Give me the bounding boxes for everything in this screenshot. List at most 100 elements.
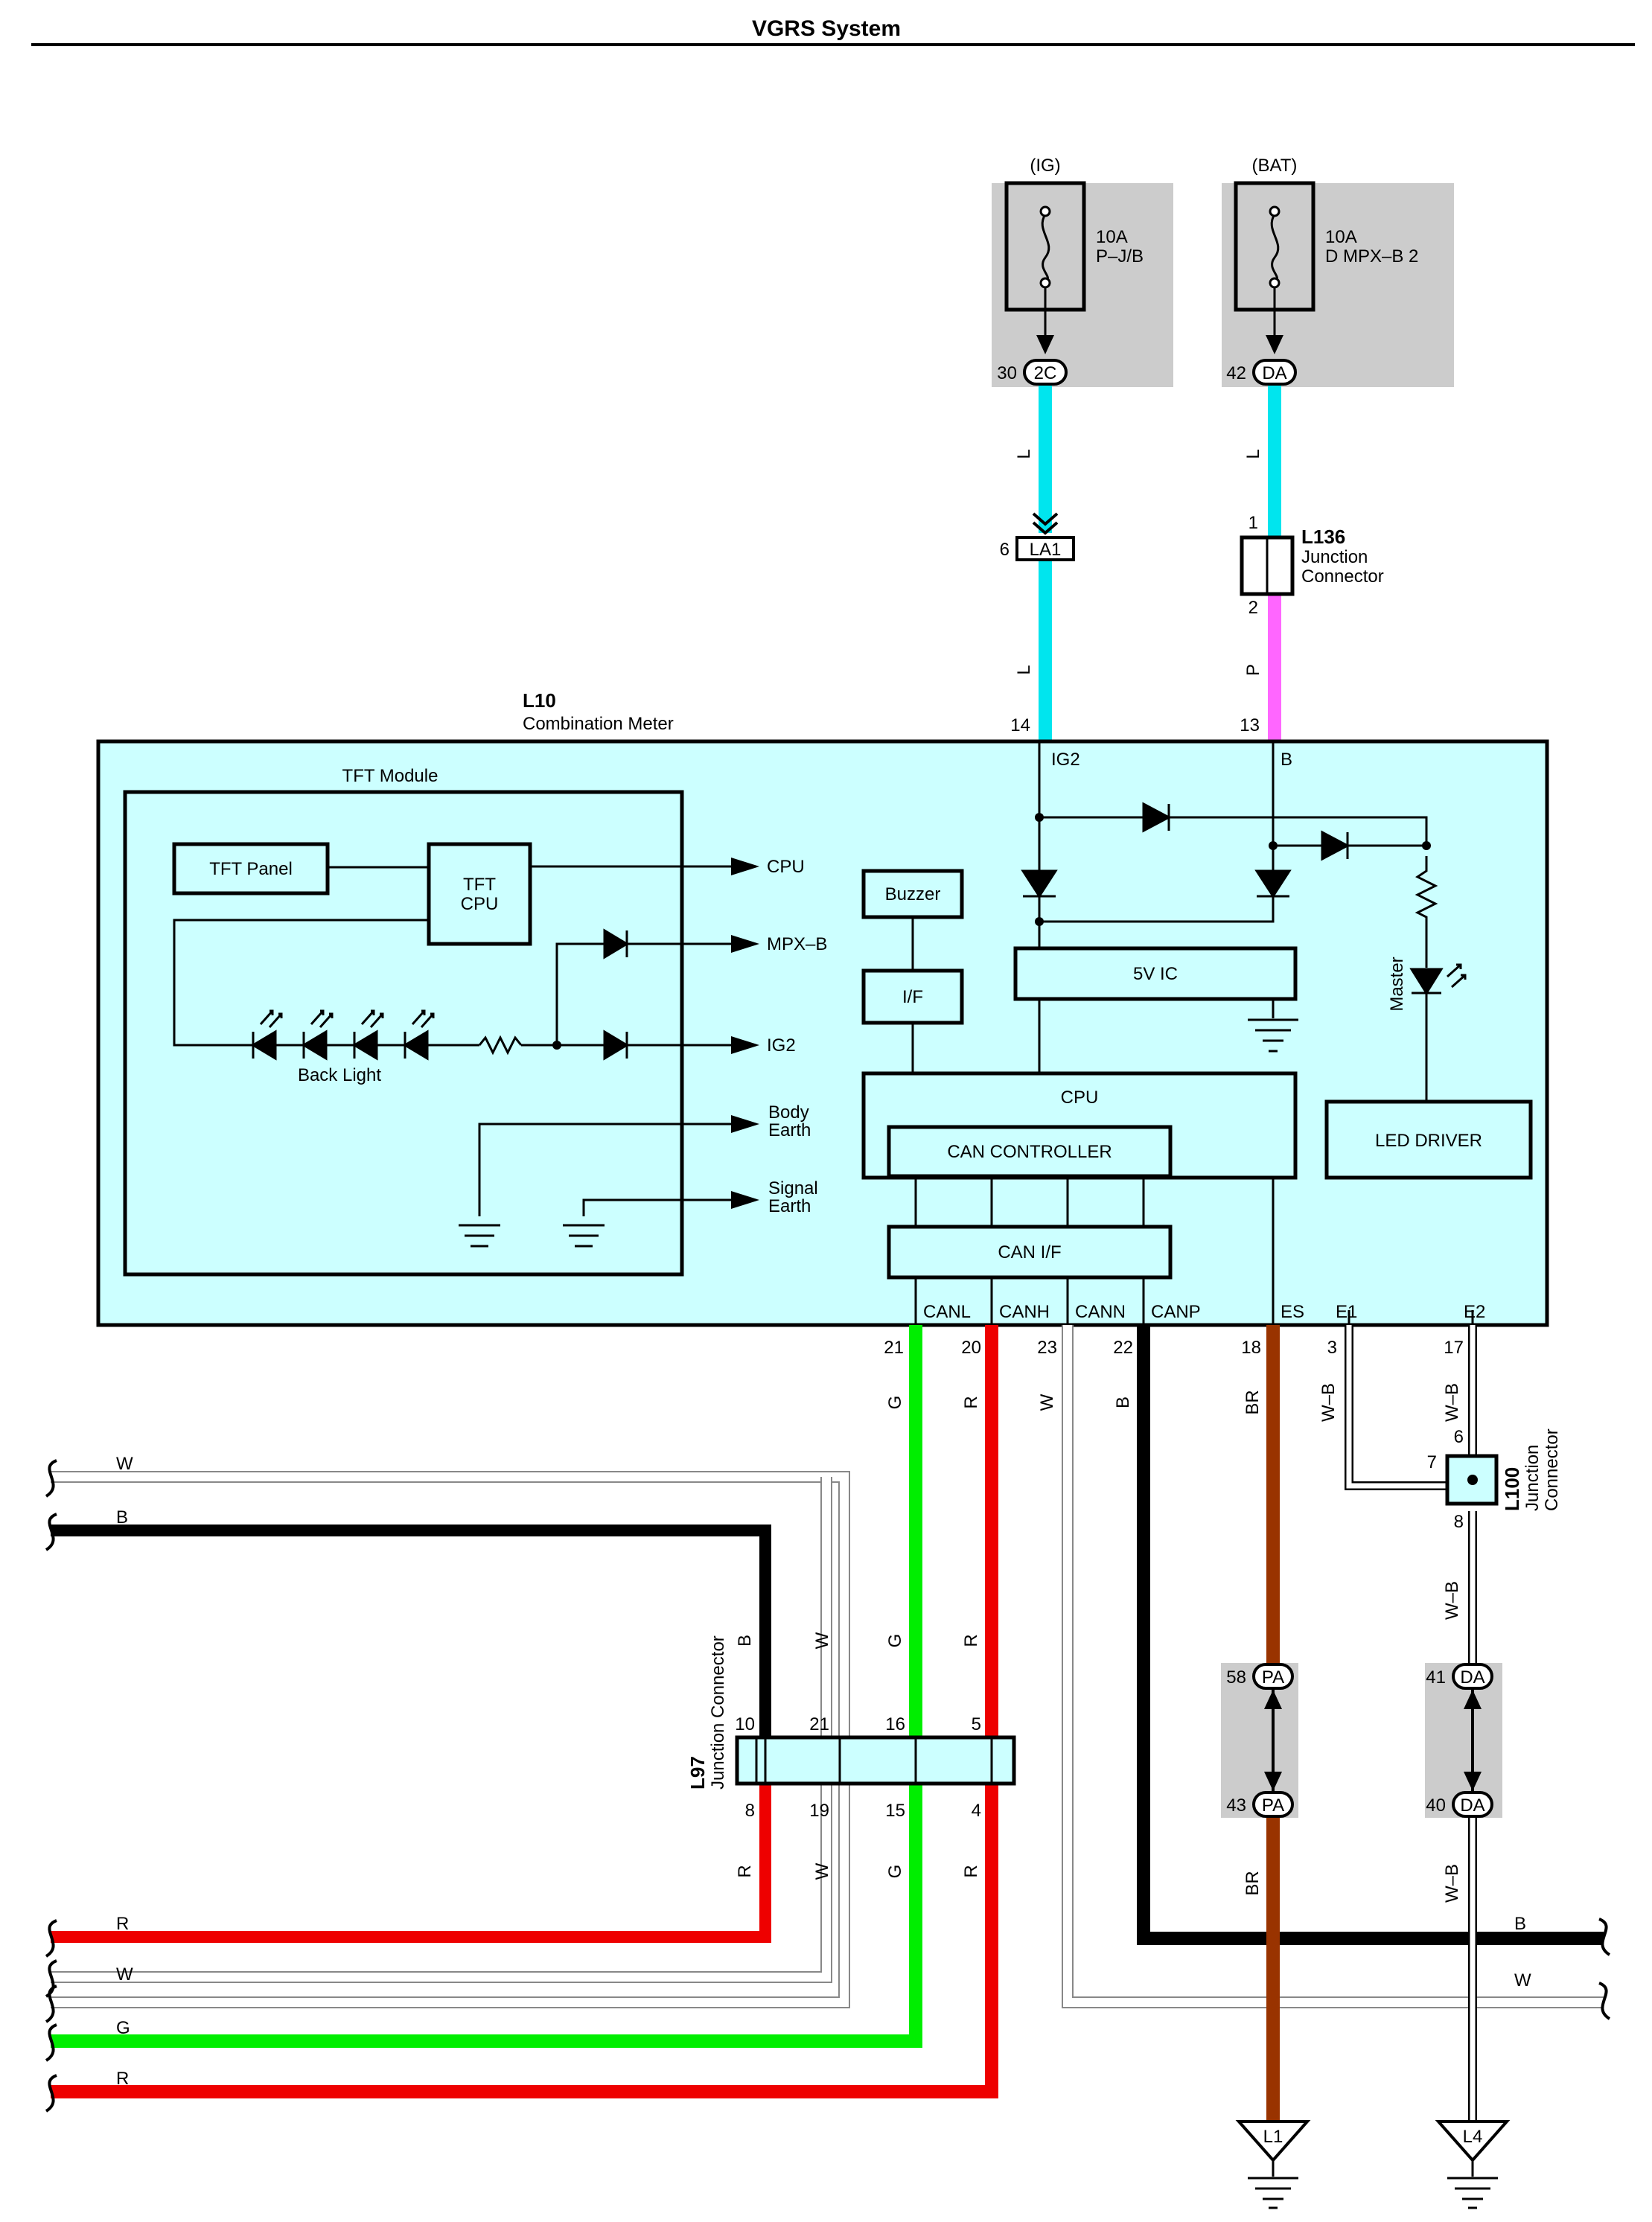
back-light-label: Back Light [298,1065,381,1085]
term-e2: E2 [1464,1302,1485,1322]
fuse-ig-connector [1023,359,1068,386]
fuse-bat-connector [1252,359,1297,386]
ic-5v-label: 5V IC [1133,964,1178,984]
la1-chevron [1032,512,1059,535]
ground-5v-ic [1248,1018,1298,1053]
tft-panel [172,842,330,895]
fuse-bat-name: D MPX–B 2 [1325,246,1418,266]
can-controller [887,1125,1173,1178]
wire-r-canh-bottom [51,1784,998,2098]
ground-signal-earth [563,1224,605,1248]
l100-id: L100 [1501,1467,1523,1511]
wire-label-g-top: G [885,1396,905,1410]
meter-id: L10 [523,689,556,712]
wire-w-left-2 [51,1784,832,1983]
wire-b-left [51,1525,771,1737]
wire-label-g-l97: G [885,1634,905,1648]
term-es: ES [1281,1302,1304,1322]
la1-pin: 6 [1000,540,1010,560]
tft-cpu-label-2: CPU [461,894,499,914]
fuse-ig-pin: 30 [997,363,1017,383]
da-pin-bottom: 40 [1426,1795,1446,1816]
resistor-backlight [478,1035,523,1056]
wire-label-r-l97: R [961,1634,981,1647]
da-pin-top: 41 [1426,1667,1446,1688]
l97-pin-bottom-2: 19 [809,1801,829,1821]
led-driver [1324,1099,1533,1180]
l100-pin-left: 7 [1427,1452,1437,1472]
tft-out-body-2: Earth [768,1120,811,1140]
wire-label-r-l97c: R [961,1865,981,1877]
tft-out-ig2: IG2 [767,1035,796,1056]
l97-connector [735,1735,1016,1786]
fuse-ig-element [1041,214,1050,283]
meter-name: Combination Meter [523,714,674,734]
fuse-bat-source: (BAT) [1252,156,1298,176]
l97-pin-top-2: 21 [809,1714,829,1734]
combination-meter [96,739,1549,1327]
ground-l1-label: L1 [1263,2127,1283,2147]
wire-label-w-l97: W [812,1632,832,1649]
wire-label-r-l97b: R [735,1865,755,1877]
fuse-ig-rating: 10A [1096,227,1128,247]
diagram-title: VGRS System [752,16,901,41]
l100-line2: Connector [1542,1428,1562,1511]
term-canh: CANH [999,1302,1050,1322]
l97-pin-top-3: 16 [885,1714,905,1734]
l136-pin-bottom: 2 [1248,598,1258,618]
cpu-label: CPU [1061,1088,1099,1108]
wire-label-l-1: L [1014,449,1034,459]
can-if-label: CAN I/F [998,1242,1061,1262]
l100-connector [1445,1454,1499,1506]
master-label: Master [1387,957,1407,1011]
la1-label: LA1 [1030,540,1062,560]
wire-label-w-l97b: W [812,1862,832,1880]
l97-pin-top-1: 10 [735,1714,755,1734]
da-bottom-connector [1452,1791,1493,1818]
fuse-ig-name: P–J/B [1096,246,1144,266]
l97-name: Junction Connector [708,1635,728,1790]
wire-label-br-bottom: BR [1243,1871,1263,1895]
term-cann: CANN [1075,1302,1126,1322]
term-canp: CANP [1151,1302,1201,1322]
wire-label-b-l97: B [735,1635,755,1647]
led-driver-label: LED DRIVER [1375,1131,1482,1151]
tft-panel-label: TFT Panel [209,859,293,879]
wire-label-b-top: B [1113,1396,1133,1408]
resistor-master [1415,856,1438,968]
buzzer-if-label: I/F [902,987,923,1007]
l100-line1: Junction [1522,1445,1543,1511]
pin-canp: 22 [1113,1338,1133,1358]
meter-pin-b: 13 [1240,715,1260,735]
can-controller-label: CAN CONTROLLER [947,1142,1112,1162]
ground-l4-label: L4 [1463,2127,1483,2147]
la1-connector [1015,536,1075,561]
wire-label-left-g: G [116,2018,130,2038]
meter-label-b: B [1281,750,1292,770]
ground-l4 [1435,2120,1511,2163]
wire-g-canl-bottom [51,1784,922,2048]
tft-out-signal-2: Earth [768,1196,811,1216]
ground-l1 [1235,2120,1311,2163]
wire-label-wb-mid: W–B [1442,1581,1462,1620]
tft-cpu-label-1: TFT [463,875,496,895]
wire-label-left-w1: W [116,1454,133,1474]
wire-label-l-2: L [1014,665,1034,674]
wire-label-l-3: L [1243,449,1263,459]
pa-bottom-connector [1252,1791,1294,1818]
l97-pin-bottom-3: 15 [885,1801,905,1821]
diode-b-main [1254,869,1292,898]
wire-label-right-b: B [1514,1914,1526,1934]
l100-pin-bottom: 8 [1454,1512,1464,1532]
tft-out-signal-1: Signal [768,1178,818,1198]
pa-bottom-label: PA [1262,1795,1284,1816]
tft-out-body-1: Body [768,1102,809,1123]
fuse-bat-element [1270,214,1280,283]
pa-pin-top: 58 [1226,1667,1246,1688]
pa-pin-bottom: 43 [1226,1795,1246,1816]
wire-label-left-r: R [116,1914,129,1934]
tft-cpu [427,842,532,946]
l136-line2: Connector [1301,566,1384,587]
l97-id: L97 [686,1756,709,1790]
ic-5v [1013,946,1298,1001]
